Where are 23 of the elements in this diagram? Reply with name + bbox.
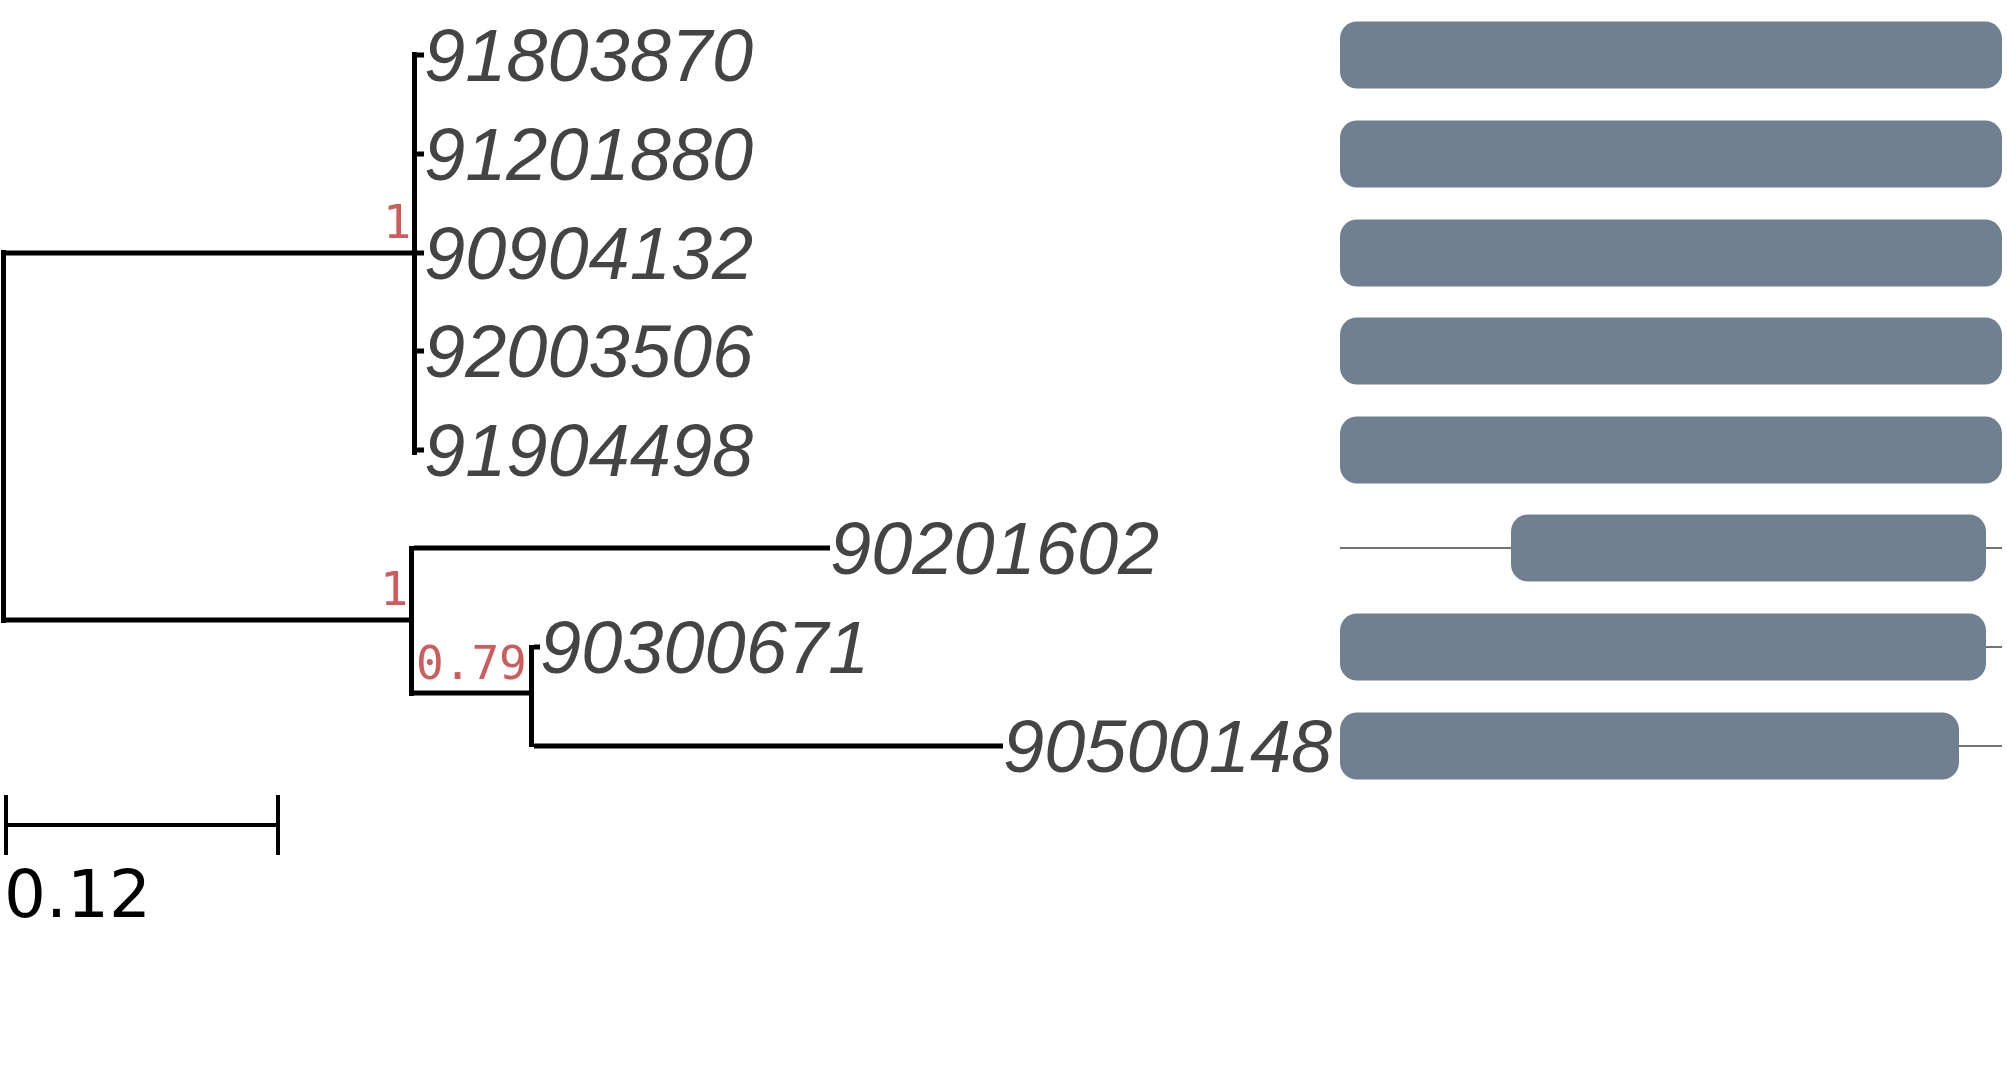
branch-line	[414, 690, 529, 696]
taxon-label: 90300671	[540, 611, 870, 685]
taxon-label: 90500148	[1003, 710, 1333, 784]
support-value: 1	[383, 198, 412, 245]
branch-line	[417, 52, 424, 58]
taxon-label: 90201602	[830, 512, 1160, 586]
branch-line	[417, 348, 424, 354]
taxon-label: 92003506	[424, 315, 754, 389]
taxon-label: 91201880	[424, 118, 754, 192]
branch-line	[414, 545, 830, 551]
taxon-label: 90904132	[424, 217, 754, 291]
branch-line	[534, 743, 1003, 749]
branch-line	[6, 617, 409, 623]
branch-line	[417, 250, 424, 256]
support-value: 1	[380, 565, 409, 612]
branch-line	[534, 644, 540, 650]
taxon-label: 91904498	[424, 414, 754, 488]
branch-line	[417, 447, 424, 453]
branch-line	[6, 250, 412, 256]
support-value: 0.79	[416, 640, 527, 686]
branch-line	[417, 151, 424, 157]
scale-label: 0.12	[4, 862, 151, 928]
taxon-label: 91803870	[424, 19, 754, 93]
